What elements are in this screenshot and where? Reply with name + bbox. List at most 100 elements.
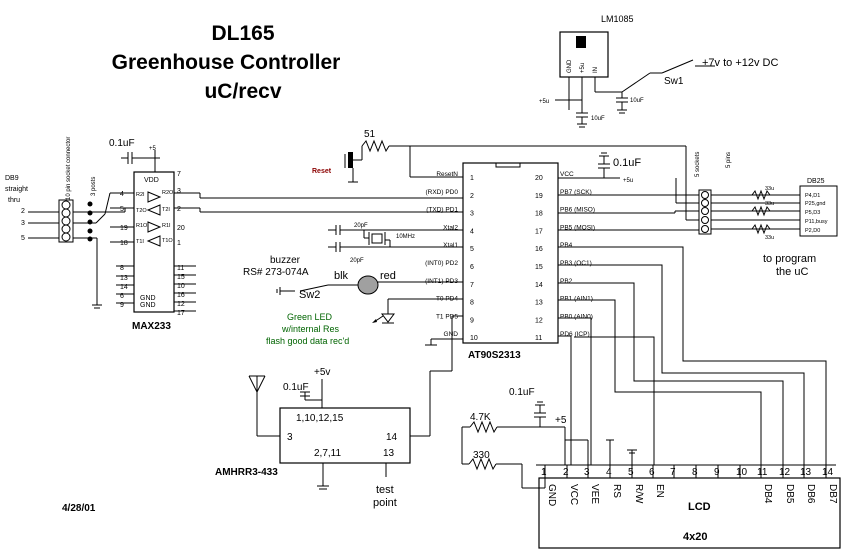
rx-pin-left: 3 <box>287 432 293 443</box>
avr-pin-name: (INT0) PD2 <box>425 260 458 267</box>
max233-pl-5: 5 <box>120 206 124 213</box>
db25-pin3: P5,D3 <box>805 210 820 216</box>
buzzer-blk: blk <box>334 270 349 282</box>
max233-pl-14: 14 <box>120 284 128 291</box>
avr-pin-name: VCC <box>560 171 574 178</box>
lcd-pin-num: 9 <box>714 467 720 478</box>
max233-pr-11: 11 <box>177 265 184 272</box>
avr-pin-num: 1 <box>470 175 474 182</box>
db9-line2: straight <box>5 186 28 193</box>
lcd-pin-num: 11 <box>757 467 768 478</box>
max233-pl-19: 19 <box>120 225 128 232</box>
db25-res1: 33u <box>765 186 774 192</box>
lcd-pin-num: 13 <box>800 467 812 478</box>
socket-connector <box>58 199 74 243</box>
lcd-signal: DB7 <box>827 484 838 504</box>
reg-pin-in: IN <box>593 67 599 73</box>
db9-line3: thru <box>8 197 20 204</box>
lcd-signal: DB4 <box>762 484 773 504</box>
avr-pin-name: PB6 (MISO) <box>560 207 595 214</box>
power-switch-label: Sw1 <box>664 76 684 87</box>
max233-pr-12: 12 <box>177 301 185 308</box>
avr-pin-num: 19 <box>535 193 543 200</box>
date-label: 4/28/01 <box>62 503 96 514</box>
lcd-pin-num: 6 <box>649 467 655 478</box>
avr-pin-num: 20 <box>535 175 543 182</box>
avr-pin-name: GND <box>444 331 459 338</box>
xtal-freq: 10MHz <box>396 234 415 240</box>
reg-out-label: +5u <box>539 99 549 105</box>
max233-drv-4: T1I <box>136 239 144 245</box>
avr-pin-name: PB2 <box>560 278 573 285</box>
avr-pin-name: PB4 <box>560 242 573 249</box>
max233-pr-7: 7 <box>177 171 181 178</box>
reg-cap-right: 10uF <box>630 98 644 104</box>
connector10-label: 10 pin socket connector <box>66 137 72 200</box>
title-line2: Greenhouse Controller <box>112 51 341 74</box>
avr-pin-num: 8 <box>470 300 474 307</box>
lcd-signal: DB6 <box>805 484 816 504</box>
avr-pin-num: 9 <box>470 317 474 324</box>
db25-body <box>799 185 838 237</box>
avr-pin-name: Xtal2 <box>443 224 458 231</box>
max233-vdd: VDD <box>144 177 159 184</box>
avr-pin-num: 12 <box>535 317 543 324</box>
connector3-label: 3 posts <box>91 177 97 196</box>
max233-pl-9: 9 <box>120 302 124 309</box>
lcd-pin-num: 8 <box>692 467 698 478</box>
lcd-size: 4x20 <box>683 531 707 543</box>
buzzer-line2: RS# 273-074A <box>243 267 309 278</box>
rx-pin-right: 14 <box>386 432 398 443</box>
lcd-name: LCD <box>688 501 711 513</box>
db25-pin4: P11,busy <box>805 219 828 225</box>
db25-pin5: P2,D0 <box>805 228 820 234</box>
led-line2: w/internal Res <box>281 324 340 334</box>
buzzer-red: red <box>380 270 396 282</box>
reset-resistor-label: 51 <box>364 129 376 140</box>
max233-cap-supply: +5 <box>149 146 157 152</box>
max233-pr-3: 3 <box>177 188 181 195</box>
max233-pr-20: 20 <box>177 225 185 232</box>
avr-pin-name: PB0 (AIN0) <box>560 313 593 320</box>
avr-pin-name: (INT1) PD3 <box>425 278 458 285</box>
reg-pin-out: +5u <box>580 63 586 73</box>
avr-pin-num: 15 <box>535 264 543 271</box>
reset-label: Reset <box>312 168 332 175</box>
avr-pin-num: 17 <box>535 228 543 235</box>
regulator-name: LM1085 <box>601 14 634 24</box>
lcd-pin-num: 14 <box>822 467 834 478</box>
max233-pr-1: 1 <box>177 240 181 247</box>
buzzer-line1: buzzer <box>270 255 301 266</box>
rx-pin-br: 13 <box>383 448 395 459</box>
sockets-label: 5 sockets <box>695 152 701 177</box>
max233-gnd2: GND <box>140 302 156 309</box>
receiver-name: AMHRR3-433 <box>215 467 278 478</box>
lcd-signal: DB5 <box>784 484 795 504</box>
avr-pin-name: PB5 (MOSI) <box>560 224 595 231</box>
title-line1: DL165 <box>211 22 274 45</box>
avr-pin-name: Xtal1 <box>443 242 458 249</box>
avr-cap-label: 0.1uF <box>613 157 641 169</box>
power-input-label: +7v to +12v DC <box>702 57 778 69</box>
lcd-res2: 330 <box>473 450 490 461</box>
max233-drv-1: R2I <box>136 192 145 198</box>
lcd-pin-num: 7 <box>670 467 676 478</box>
max233-drv-2: T2O <box>136 208 147 214</box>
rx-cap-label: 0.1uF <box>283 382 309 393</box>
lcd-pin-num: 10 <box>736 467 748 478</box>
max233-drv-3: R1O <box>136 223 148 229</box>
max233-pl-4: 4 <box>120 191 124 198</box>
avr-pin-name: T1 PD5 <box>436 313 458 320</box>
avr-pin-num: 10 <box>470 335 478 342</box>
max233-drvr-3: R1I <box>162 223 171 229</box>
max233-pr-2: 2 <box>177 206 181 213</box>
max233-pl-6: 6 <box>120 293 124 300</box>
lcd-pin-num: 2 <box>563 467 569 478</box>
program-socket <box>698 189 712 235</box>
avr-pin-name: PB7 (SCK) <box>560 189 592 196</box>
lcd-signal: GND <box>546 484 557 506</box>
avr-pin-name: PB1 (AIN1) <box>560 296 593 303</box>
avr-pin-num: 2 <box>470 193 474 200</box>
